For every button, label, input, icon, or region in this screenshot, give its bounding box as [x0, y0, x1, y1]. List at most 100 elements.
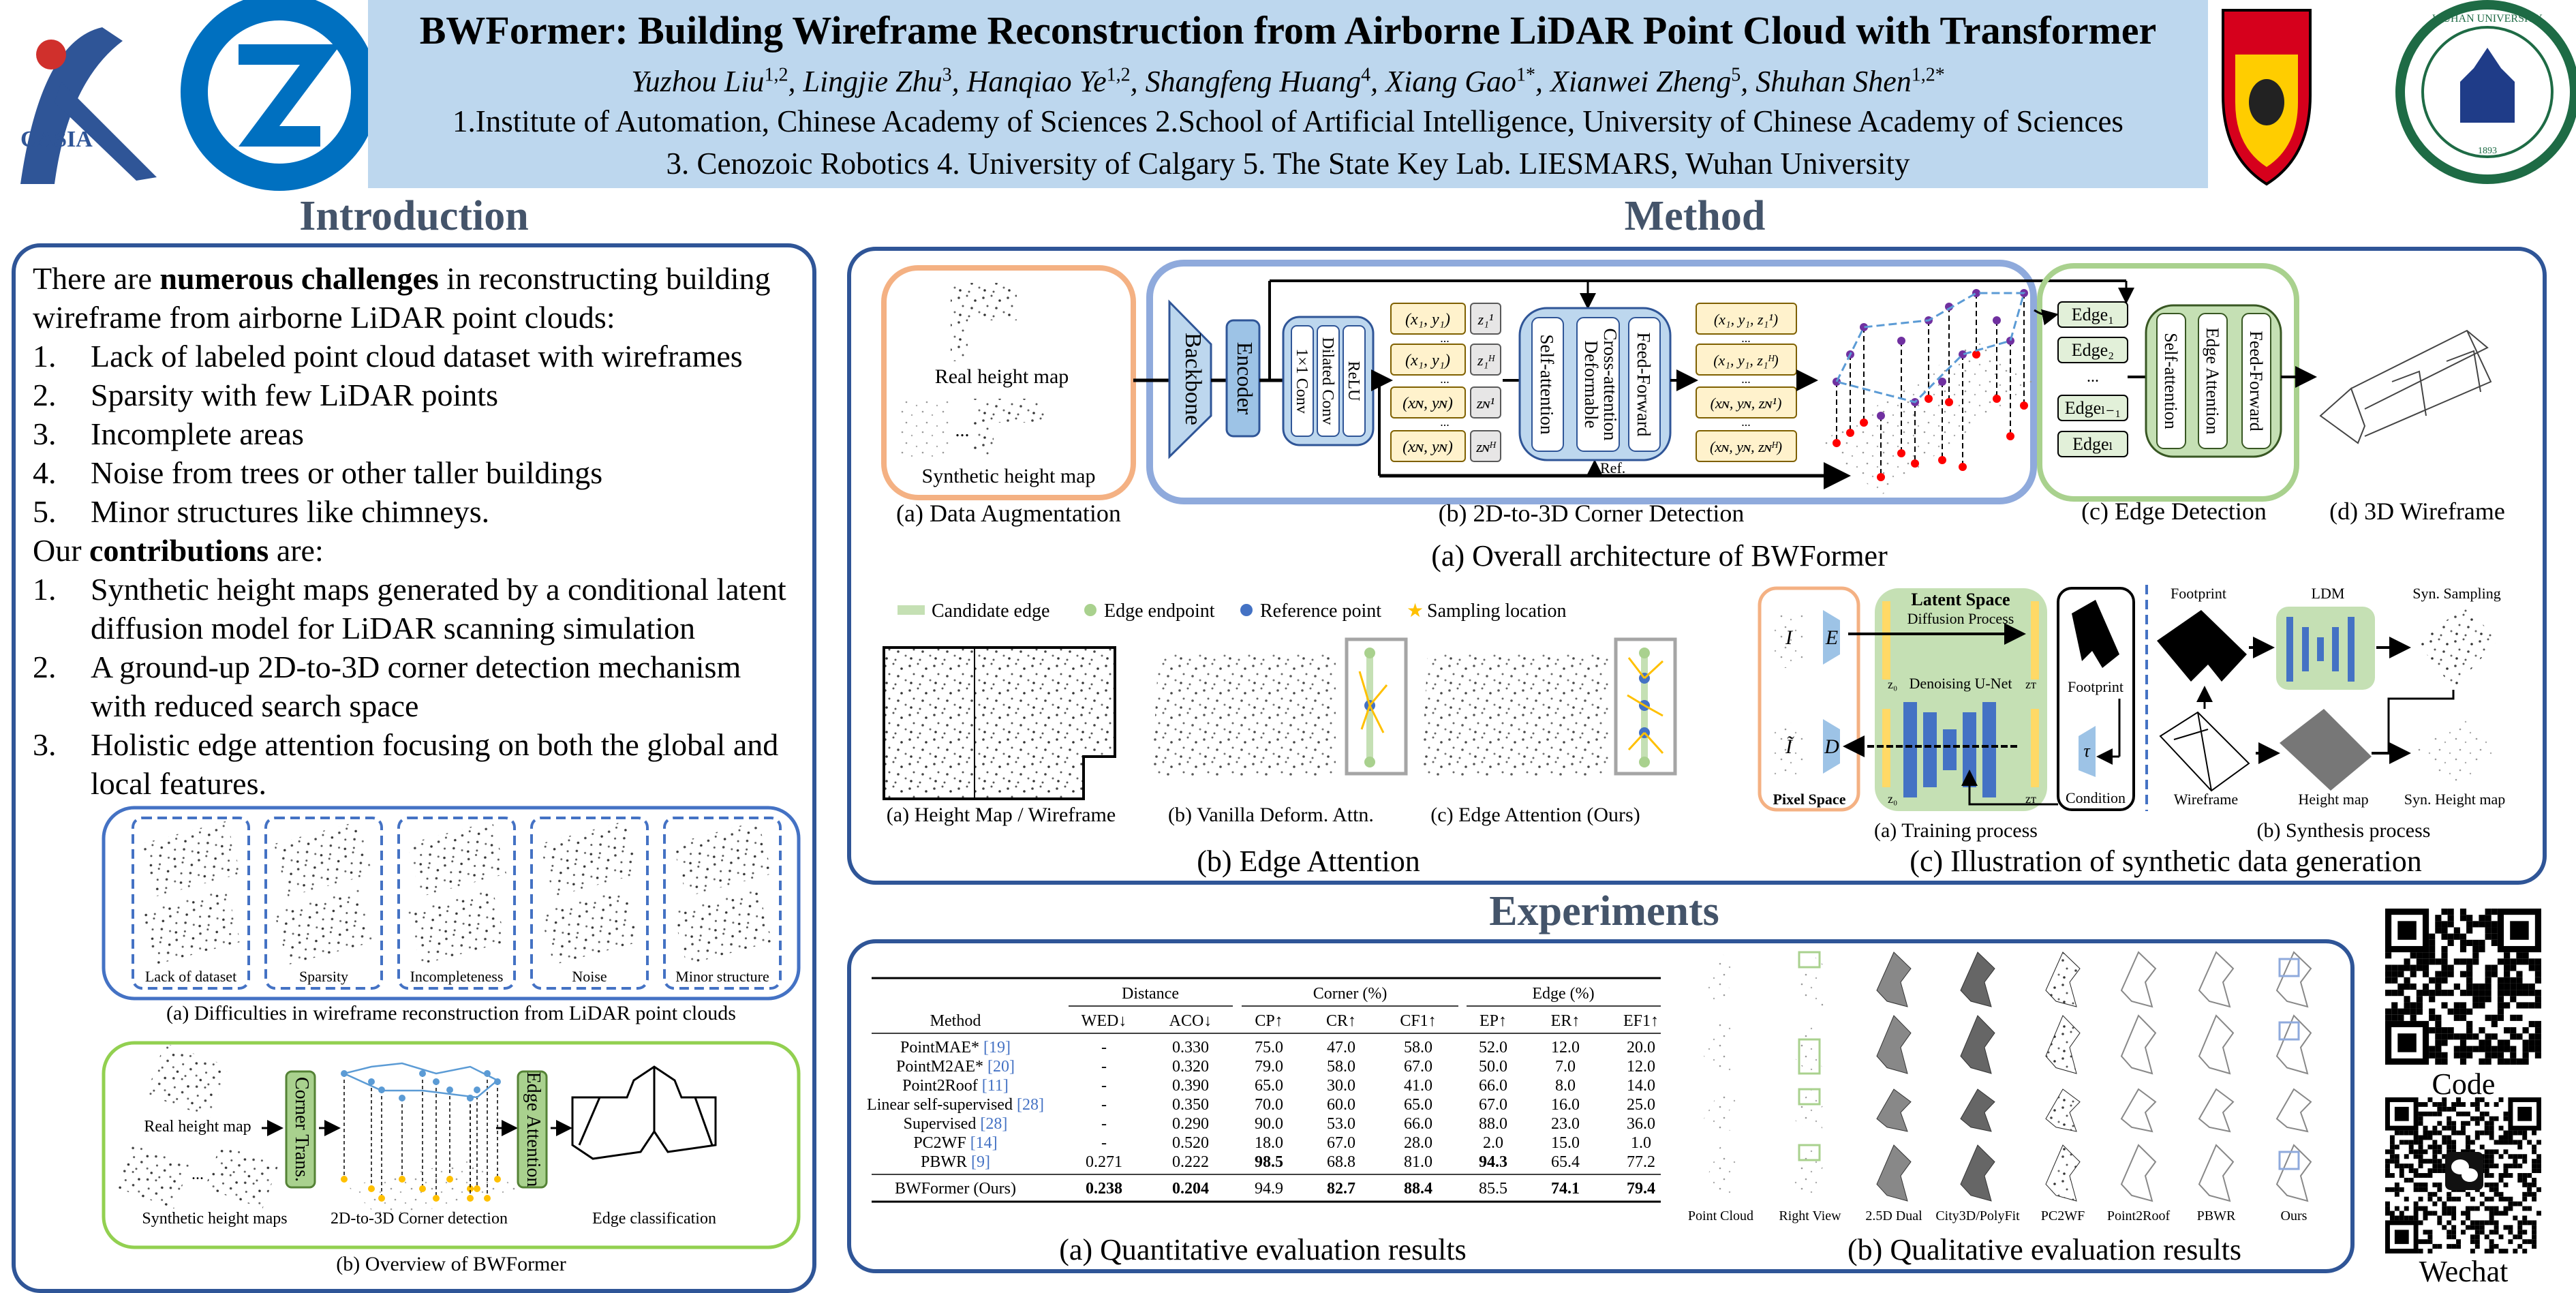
qr-module	[2456, 1111, 2462, 1116]
qr-module	[2397, 990, 2404, 997]
qr-module	[2441, 990, 2448, 997]
qr-module	[2466, 1052, 2473, 1059]
qr-module	[2516, 958, 2523, 965]
qr-module	[2474, 1116, 2480, 1121]
qr-module	[2479, 1058, 2485, 1065]
qr-module	[2410, 964, 2417, 971]
qr-module	[2427, 1130, 2433, 1136]
table-cell: 15.0	[1551, 1134, 1580, 1152]
qr-module	[2503, 1168, 2509, 1174]
qr-module	[2466, 964, 2473, 971]
qr-module	[2451, 1106, 2457, 1112]
column-group-header: Corner (%)	[1313, 985, 1387, 1003]
qr-module	[2447, 1144, 2452, 1150]
qr-module	[2456, 1097, 2462, 1102]
citation-link[interactable]: [28]	[980, 1115, 1007, 1133]
edge-query-box	[2057, 337, 2128, 363]
casia-logo: CASIA	[20, 27, 157, 184]
column-group-header: Edge (%)	[1532, 985, 1594, 1003]
qr-module	[2470, 1239, 2475, 1245]
qr-module	[2435, 977, 2442, 984]
qr-module	[2453, 983, 2460, 990]
citation-link[interactable]: [9]	[971, 1153, 990, 1171]
qr-finder	[2508, 1097, 2542, 1131]
corner-3d	[1860, 323, 1868, 331]
wechat-qr-code[interactable]	[2385, 1097, 2542, 1253]
table-cell: 16.0	[1551, 1096, 1580, 1114]
citation-link[interactable]: [19]	[983, 1039, 1011, 1056]
qr-module	[2461, 1111, 2466, 1116]
table-rules	[872, 977, 1661, 1203]
qr-module	[2413, 1135, 2419, 1140]
qr-module	[2441, 909, 2448, 915]
highlight-box	[2278, 1151, 2300, 1170]
citation-link[interactable]: [11]	[982, 1077, 1009, 1095]
qr-module	[2528, 1020, 2535, 1028]
qr-module	[2399, 1173, 2404, 1178]
legend-label: Candidate edge	[932, 600, 1049, 622]
citation-link[interactable]: [14]	[970, 1134, 998, 1152]
qr-module	[2494, 1140, 2499, 1145]
qr-module	[2465, 1135, 2470, 1140]
qr-module	[2435, 915, 2442, 922]
height-query-label: z₁¹	[1477, 311, 1494, 328]
method-name: PointM2AE*	[896, 1058, 983, 1076]
qr-module	[2432, 1101, 2438, 1107]
qr-module	[2427, 1196, 2433, 1202]
citation-link[interactable]: [20]	[987, 1058, 1015, 1076]
qr-module	[2432, 1201, 2438, 1206]
qr-module	[2522, 1239, 2528, 1245]
qr-module	[2489, 1187, 2494, 1192]
table-cell: 65.0	[1255, 1077, 1283, 1095]
qr-module	[2416, 1008, 2423, 1015]
qualitative-result-image	[2198, 951, 2235, 1008]
qr-module	[2497, 1046, 2504, 1052]
qr-module	[2451, 1121, 2457, 1126]
qr-module	[2410, 952, 2417, 959]
qr-module	[2517, 1244, 2523, 1249]
qr-module	[2437, 1182, 2442, 1187]
qr-module	[2479, 996, 2485, 1003]
qr-module	[2474, 1097, 2480, 1102]
qr-module	[2527, 1239, 2532, 1245]
qr-module	[2408, 1168, 2414, 1174]
qr-module	[2489, 1206, 2494, 1211]
qr-module	[2536, 1211, 2541, 1216]
qr-module	[2497, 1014, 2504, 1021]
table-cell: 47.0	[1327, 1039, 1355, 1056]
table-cell: 82.7	[1327, 1180, 1355, 1198]
qr-module	[2503, 1173, 2509, 1178]
qr-module	[2451, 1140, 2457, 1145]
highlight-box	[1798, 1088, 1821, 1106]
code-qr-code[interactable]	[2385, 908, 2541, 1065]
qr-module	[2504, 952, 2511, 959]
qualitative-column-label: PBWR	[2197, 1208, 2236, 1223]
qr-module	[2517, 1140, 2523, 1145]
wireframe-edges	[1835, 292, 2025, 404]
qr-module	[2532, 1168, 2537, 1174]
qr-module	[2485, 915, 2491, 922]
qr-module	[2504, 971, 2511, 977]
qr-module	[2404, 1177, 2409, 1183]
highlight-box	[2278, 1021, 2300, 1041]
ellipsis: ...	[1741, 372, 1751, 386]
point-cloud-image	[406, 889, 507, 965]
citation-link[interactable]: [28]	[1017, 1096, 1044, 1114]
edge-query-box	[2057, 431, 2128, 457]
qr-module	[2435, 1046, 2442, 1052]
qr-module	[2408, 1149, 2414, 1155]
qr-module	[2447, 1211, 2452, 1216]
table-cell: 70.0	[1255, 1096, 1283, 1114]
qr-module	[2397, 1008, 2404, 1015]
qr-module	[2451, 1125, 2457, 1131]
svg-text:Condition: Condition	[2066, 789, 2126, 806]
svg-text:Ref.: Ref.	[1600, 459, 1625, 476]
qr-module	[2385, 952, 2392, 959]
method-name: PBWR	[921, 1153, 967, 1171]
qr-module	[2432, 1125, 2438, 1131]
qr-module	[2534, 1046, 2541, 1052]
transformer-layer	[1531, 317, 1564, 452]
qr-module	[2427, 1168, 2433, 1174]
qr-module	[2416, 958, 2423, 965]
edge-query-label: Edge₁	[2072, 305, 2115, 324]
